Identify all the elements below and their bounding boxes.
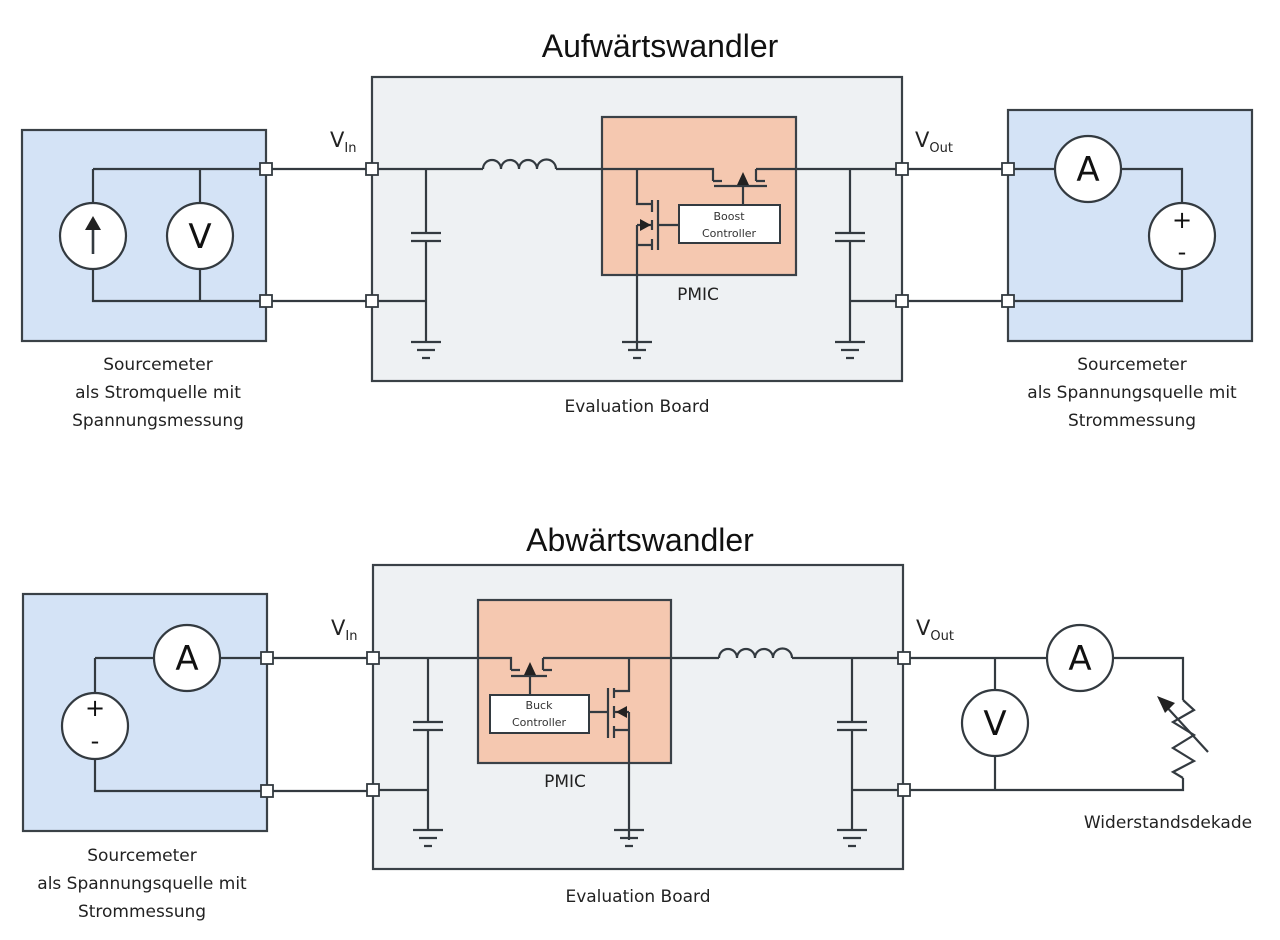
inductor-symbol xyxy=(717,647,794,659)
ammeter-symbol xyxy=(152,623,222,693)
sourcemeter-caption-line-3: Strommessung xyxy=(78,902,206,922)
input-leads xyxy=(266,167,372,303)
variable-resistor-symbol xyxy=(1170,699,1197,779)
voltmeter-symbol xyxy=(960,688,1030,758)
evaluation-board: VIn VOut Evaluation Board Buck Controlle… xyxy=(267,563,954,907)
high-side-mosfet xyxy=(713,179,767,205)
vin-label: VIn xyxy=(331,616,357,644)
load-wiring xyxy=(904,656,1185,792)
voltage-source-symbol xyxy=(60,691,130,761)
evaluation-board-caption: Evaluation Board xyxy=(564,397,709,417)
vout-label: VOut xyxy=(915,128,953,156)
pmic-label: PMIC xyxy=(677,285,719,305)
sourcemeter-caption-line-1: Sourcemeter xyxy=(87,846,197,866)
output-leads xyxy=(902,167,1184,303)
voltage-source-symbol xyxy=(1147,201,1217,271)
connection-terminals xyxy=(259,162,1015,308)
high-side-mosfet xyxy=(511,668,552,695)
sourcemeter-caption-line-3: Strommessung xyxy=(1068,411,1196,431)
minus-sign: - xyxy=(1178,238,1187,266)
sourcemeter-caption-line-2: als Spannungsquelle mit xyxy=(37,874,247,894)
sourcemeter-caption-line-2: als Stromquelle mit xyxy=(75,383,241,403)
pmic-label: PMIC xyxy=(544,772,586,792)
mosfet-arrow-icon xyxy=(737,172,749,185)
sourcemeter-wiring xyxy=(93,656,267,793)
ammeter-label: A xyxy=(1076,150,1099,190)
left-sourcemeter-current-source: V Sourcemeter als Stromquelle mit Spannu… xyxy=(20,128,268,431)
resistance-decade-caption: Widerstandsdekade xyxy=(1084,813,1252,833)
mosfet-arrow-icon xyxy=(640,219,651,231)
ammeter-symbol xyxy=(1053,134,1123,204)
sourcemeter-box xyxy=(21,592,269,833)
boost-converter-section: Aufwärtswandler V Sourcemeter als Stromq… xyxy=(20,28,1254,431)
output-capacitor-with-ground xyxy=(835,169,902,360)
controller-label-line-1: Buck xyxy=(526,699,554,712)
buck-controller-box xyxy=(489,694,590,734)
boost-controller-box xyxy=(678,204,781,244)
pmic-buck: Buck Controller PMIC xyxy=(476,598,673,848)
pmic-box xyxy=(600,115,798,277)
output-capacitor-with-ground xyxy=(837,658,904,848)
boost-title: Aufwärtswandler xyxy=(542,28,779,64)
ammeter-label: A xyxy=(175,639,198,679)
input-capacitor-with-ground xyxy=(372,169,441,360)
sourcemeter-caption-line-2: als Spannungsquelle mit xyxy=(1027,383,1237,403)
mosfet-arrow-icon xyxy=(616,706,627,718)
input-leads xyxy=(267,656,373,793)
buck-title: Abwärtswandler xyxy=(526,522,754,558)
inductor-symbol xyxy=(481,158,558,170)
resistance-decade-load: A V Widerstandsdekade xyxy=(904,623,1252,833)
ammeter-symbol xyxy=(1045,623,1115,693)
evaluation-board: VIn VOut Evaluation Board Boost Controll… xyxy=(266,75,953,417)
pmic-rail xyxy=(478,656,671,670)
ground-symbol xyxy=(622,340,652,360)
sourcemeter-box xyxy=(1006,108,1254,343)
controller-label-line-2: Controller xyxy=(512,716,567,729)
adjust-arrow-icon xyxy=(1157,696,1209,753)
pmic-rail xyxy=(602,167,796,181)
minus-sign: - xyxy=(91,727,100,755)
buck-converter-section: Abwärtswandler A + - Sourcemeter als Spa… xyxy=(21,522,1252,922)
voltmeter-label: V xyxy=(188,217,211,257)
voltmeter-symbol xyxy=(165,201,235,271)
controller-label-line-2: Controller xyxy=(702,227,757,240)
right-sourcemeter-voltage-source: A + - Sourcemeter als Spannungsquelle mi… xyxy=(902,108,1254,431)
vout-label: VOut xyxy=(916,616,954,644)
input-capacitor-with-ground xyxy=(373,658,443,848)
arrow-up-icon xyxy=(85,216,101,254)
plus-sign: + xyxy=(85,694,105,722)
left-sourcemeter-voltage-source: A + - Sourcemeter als Spannungsquelle mi… xyxy=(21,592,269,922)
vin-label: VIn xyxy=(330,128,356,156)
plus-sign: + xyxy=(1172,206,1192,234)
pmic-box xyxy=(476,598,673,765)
sourcemeter-caption-line-3: Spannungsmessung xyxy=(72,411,244,431)
ammeter-label: A xyxy=(1068,639,1091,679)
sourcemeter-caption-line-1: Sourcemeter xyxy=(1077,355,1187,375)
pmic-boost: Boost Controller PMIC xyxy=(600,115,798,360)
sourcemeter-wiring xyxy=(91,167,266,303)
connection-terminals xyxy=(260,651,911,798)
voltmeter-label: V xyxy=(983,704,1006,744)
ground-symbol xyxy=(614,828,644,848)
evaluation-board-caption: Evaluation Board xyxy=(565,887,710,907)
sourcemeter-caption-line-1: Sourcemeter xyxy=(103,355,213,375)
mosfet-arrow-icon xyxy=(524,662,536,675)
controller-label-line-1: Boost xyxy=(713,210,745,223)
